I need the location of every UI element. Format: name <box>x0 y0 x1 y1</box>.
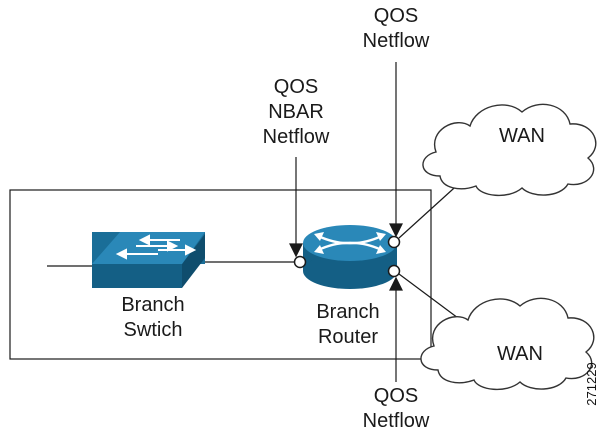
figure-id: 271229 <box>584 362 599 406</box>
interface-marker-top <box>387 235 401 249</box>
router-left-annotation: QOS NBAR Netflow <box>246 75 346 150</box>
annotation-line: Netflow <box>362 410 430 432</box>
switch-icon <box>92 232 205 288</box>
router-wan-bottom-link <box>398 273 459 319</box>
arrow-bottom-head <box>389 276 403 291</box>
cloud-icon <box>420 297 595 390</box>
router-icon <box>303 225 397 289</box>
router-bottom-annotation: QOS Netflow <box>346 384 446 434</box>
interface-marker-bottom <box>387 264 401 278</box>
router-label: Branch Router <box>298 300 398 350</box>
annotation-line: QOS <box>373 385 419 407</box>
interface-marker-left <box>293 255 307 269</box>
router-top-annotation: QOS Netflow <box>346 4 446 54</box>
annotation-line: Netflow <box>262 126 330 148</box>
wan-cloud-bottom-label: WAN <box>497 343 543 365</box>
router-label-line: Branch <box>316 301 380 323</box>
router-label-line: Router <box>317 326 379 348</box>
annotation-line: Netflow <box>362 30 430 52</box>
arrow-top-head <box>389 223 403 238</box>
arrow-left-head <box>289 243 303 258</box>
cloud-icon <box>422 103 597 196</box>
switch-label: Branch Swtich <box>103 293 203 343</box>
switch-label-line: Swtich <box>123 319 183 341</box>
annotation-line: QOS <box>373 5 419 27</box>
branch-boundary-box <box>9 189 432 360</box>
annotation-line: NBAR <box>268 101 324 123</box>
switch-label-line: Branch <box>121 294 185 316</box>
annotation-line: QOS <box>273 76 319 98</box>
wan-cloud-top-label: WAN <box>499 125 545 147</box>
